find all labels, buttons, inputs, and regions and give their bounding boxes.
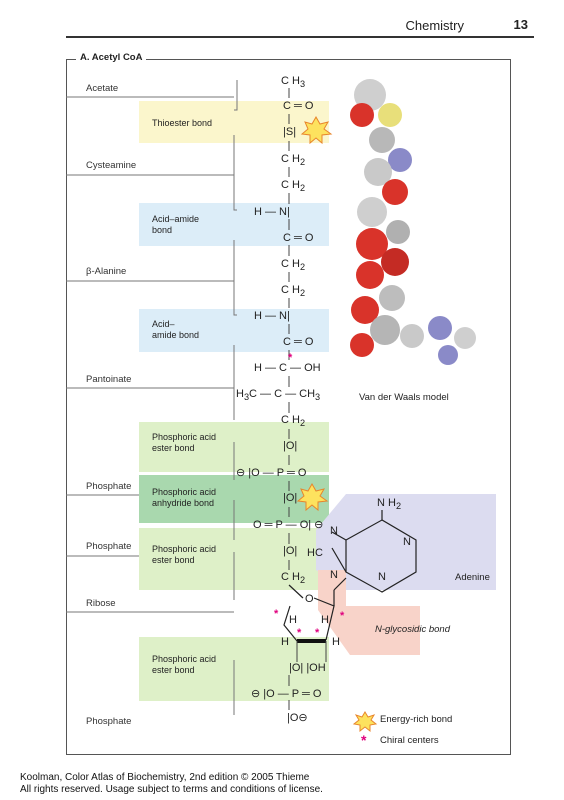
atom-ring-h2: H: [321, 614, 329, 626]
energy-star-2: [296, 482, 329, 512]
atom-phosphate-2: O ═ P — O| ⊖: [253, 519, 324, 531]
atom-carbonyl-2: C ═ O: [283, 232, 314, 244]
legend-chiral: Chiral centers: [380, 735, 439, 746]
atom-quaternary-c: H3C — C — CH3: [236, 388, 321, 403]
atom-ring-h3: H: [281, 636, 289, 648]
segment-ribose: Ribose: [86, 598, 116, 609]
atom-ring-o: O: [305, 593, 314, 605]
chiral-star-5: *: [315, 627, 320, 639]
adenine-region: [316, 494, 496, 590]
atom-adenine-n-top: N: [330, 525, 338, 537]
legend-energy-rich: Energy-rich bond: [380, 714, 453, 725]
energy-star-1: [300, 115, 333, 145]
n-glycosidic-label: N-glycosidic bond: [375, 624, 450, 635]
footer-line-1: Koolman, Color Atlas of Biochemistry, 2n…: [20, 772, 310, 783]
atom-ch2-3: C H2: [281, 258, 306, 273]
segment-phosphate-2: Phosphate: [86, 541, 132, 552]
segment-phosphate-3: Phosphate: [86, 716, 132, 727]
anhydride-line2: anhydride bond: [152, 498, 215, 508]
panel-title: A. Acetyl CoA: [76, 52, 147, 63]
legend-energy-star: [352, 711, 378, 733]
van-der-waals-model: [350, 79, 476, 365]
atom-o-3: |O|: [283, 545, 298, 557]
atom-ring-h4: H: [332, 636, 340, 648]
anhydride-line1: Phosphoric acid: [152, 487, 217, 497]
phosphoric-ester-3-line1: Phosphoric acid: [152, 654, 217, 664]
acid-amide-1-line1: Acid–amide: [152, 214, 200, 224]
phosphoric-ester-2-line1: Phosphoric acid: [152, 544, 217, 554]
phosphoric-ester-2-line2: ester bond: [152, 555, 195, 565]
footer-line-2: All rights reserved. Usage subject to te…: [20, 784, 323, 795]
atom-o-1: |O|: [283, 440, 298, 452]
segment-cysteamine: Cysteamine: [86, 160, 137, 171]
atom-ch2-1: C H2: [281, 153, 306, 168]
chiral-star-1: *: [288, 352, 293, 364]
phosphoric-ester-1-line1: Phosphoric acid: [152, 432, 217, 442]
atom-ch2-4: C H2: [281, 284, 306, 299]
atom-sulfur: |S|: [283, 126, 297, 138]
thioester-box: Thioester bond: [139, 101, 329, 143]
van-der-waals-label: Van der Waals model: [359, 392, 449, 403]
acid-amide-2-line2: amide bond: [152, 330, 200, 340]
atom-carbonyl-3: C ═ O: [283, 336, 314, 348]
header-title: Chemistry: [405, 18, 464, 33]
atom-ch3: C H3: [281, 75, 306, 90]
chiral-star-3: *: [340, 610, 345, 622]
chiral-star-2: *: [274, 608, 279, 620]
atom-ring-o-oh: |O| |OH: [289, 662, 326, 674]
atom-nh-2: H — N|: [254, 310, 290, 322]
atom-ch2-2: C H2: [281, 179, 306, 194]
segment-pantoinate: Pantoinate: [86, 374, 132, 385]
atom-adenine-hc: HC: [307, 547, 323, 559]
atom-nh2: N H2: [377, 497, 402, 512]
atom-adenine-n-bottom: N: [330, 569, 338, 581]
glycosidic-region: [318, 570, 420, 655]
atom-o-terminal: |O⊖: [287, 712, 308, 724]
legend-chiral-star: *: [361, 732, 367, 748]
atom-ring-h1: H: [289, 614, 297, 626]
acid-amide-1-line2: bond: [152, 225, 173, 235]
phosphoric-ester-3-line2: ester bond: [152, 665, 195, 675]
thioester-label: Thioester bond: [152, 118, 213, 128]
atom-o-2: |O|: [283, 492, 298, 504]
adenine-label: Adenine: [455, 572, 490, 583]
acid-amide-2-line1: Acid–: [152, 319, 175, 329]
atom-ch2-5: C H2: [281, 414, 306, 429]
page-number: 13: [513, 17, 528, 32]
atom-adenine-n-right2: N: [378, 571, 386, 583]
phosphoric-ester-1-line2: ester bond: [152, 443, 195, 453]
atom-adenine-n-right1: N: [403, 536, 411, 548]
atom-nh-1: H — N|: [254, 206, 290, 218]
segment-beta-alanine: β-Alanine: [86, 266, 127, 277]
segment-phosphate-1: Phosphate: [86, 481, 132, 492]
atom-phosphate-3: ⊖ |O — P ═ O: [251, 688, 322, 700]
chiral-star-4: *: [297, 627, 302, 639]
figure-panel: [66, 59, 511, 755]
header-rule: [66, 36, 534, 38]
atom-ch2-6: C H2: [281, 571, 306, 586]
atom-choh: H — C — OH: [254, 362, 321, 374]
segment-acetate: Acetate: [86, 83, 119, 94]
atom-phosphate-1: ⊖ |O — P ═ O: [236, 467, 307, 479]
atom-carbonyl-1: C ═ O: [283, 100, 314, 112]
acid-amide-box-2: Acid– amide bond: [139, 309, 329, 352]
